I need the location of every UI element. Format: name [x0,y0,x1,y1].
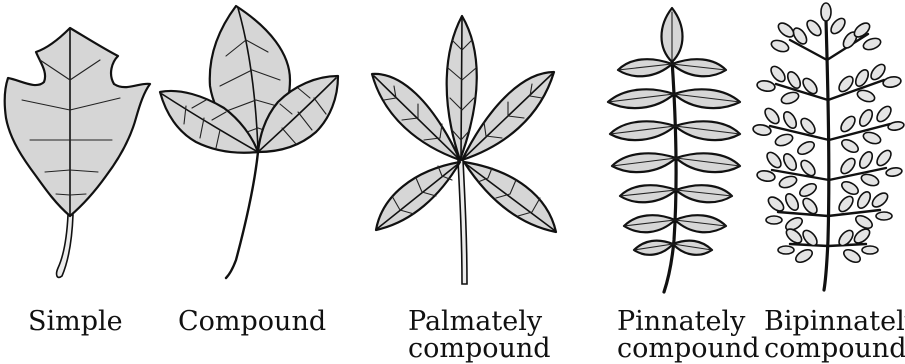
caption-pinnately-compound: Pinnately compound [617,308,737,362]
caption-palmately-compound: Palmately compound [408,308,528,362]
caption-compound: Compound [178,308,308,335]
pinnately-compound-leaf-icon [608,8,740,292]
caption-palmately-line-1: Palmately [408,308,528,335]
caption-pinnately-line-1: Pinnately [617,308,737,335]
caption-pinnately-line-2: compound [617,335,737,362]
caption-palmately-line-2: compound [408,335,528,362]
compound-leaf-icon [160,6,338,278]
caption-simple: Simple [28,308,114,335]
caption-simple-line-1: Simple [28,308,114,335]
bipinnately-compound-leaf-icon [752,3,904,290]
caption-compound-line-1: Compound [178,308,308,335]
simple-leaf-icon [5,28,150,277]
caption-bipinnately-line-2: compound [764,335,900,362]
caption-bipinnately-compound: Bipinnately compound [764,308,900,362]
palmately-compound-leaf-icon [372,16,556,284]
caption-bipinnately-line-1: Bipinnately [764,308,900,335]
